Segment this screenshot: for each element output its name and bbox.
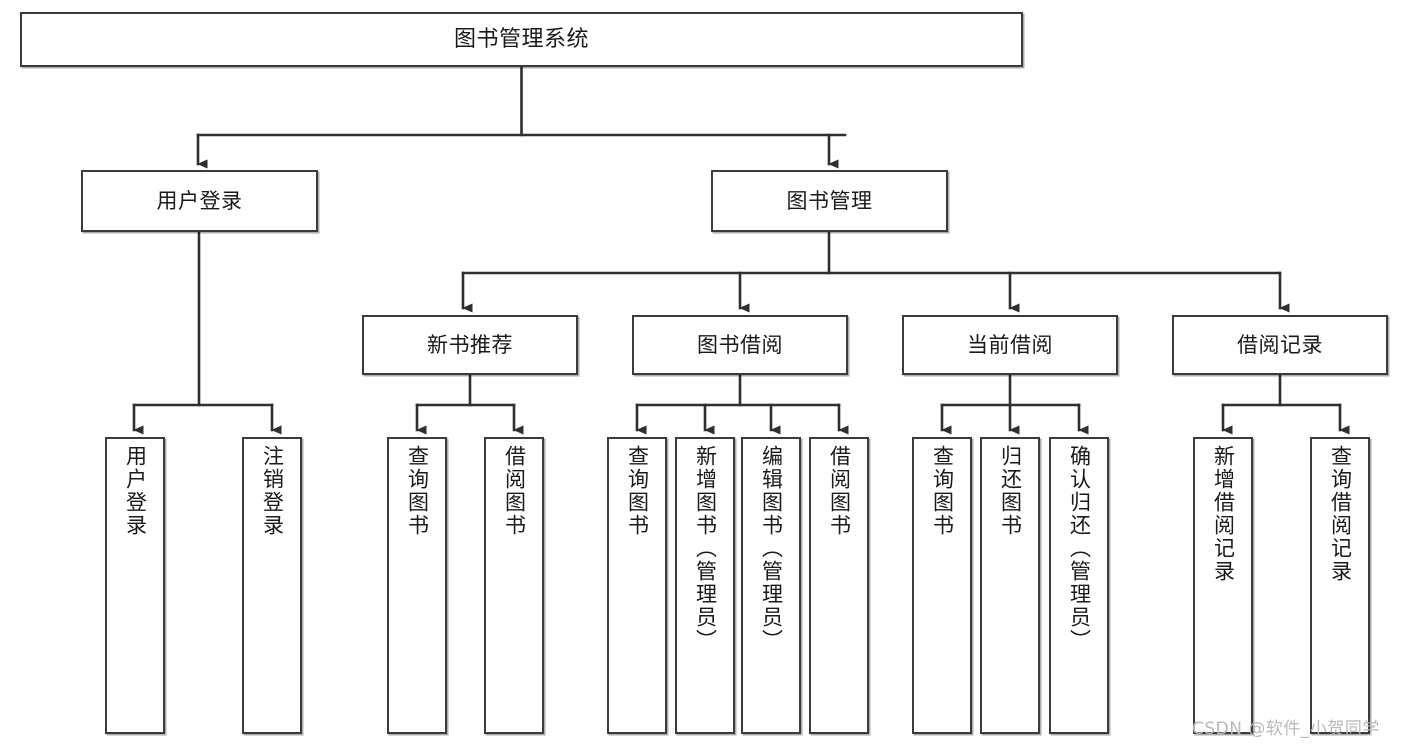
node-book-borrow-label: 图书借阅 [697, 332, 783, 357]
node-root-label: 图书管理系统 [453, 26, 589, 52]
node-leaf-user-login[interactable]: 用户登录 [105, 437, 165, 734]
node-root[interactable]: 图书管理系统 [20, 12, 1023, 67]
node-leaf-add-record[interactable]: 新增借阅记录 [1193, 437, 1253, 734]
node-leaf-borrow-book-2[interactable]: 借阅图书 [809, 437, 869, 734]
csdn-watermark: CSDN @软件_小贺同学 [1192, 719, 1380, 739]
node-leaf-edit-book[interactable]: 编辑图书（管理员） [741, 437, 801, 734]
node-leaf-query-book-1-label: 查询图书 [405, 445, 430, 537]
node-leaf-confirm-return[interactable]: 确认归还（管理员） [1049, 437, 1109, 734]
node-book-borrow[interactable]: 图书借阅 [632, 315, 848, 375]
node-leaf-add-record-label: 新增借阅记录 [1211, 445, 1236, 583]
node-book-manage-label: 图书管理 [786, 188, 873, 213]
node-user-login-label: 用户登录 [156, 188, 243, 213]
node-book-manage[interactable]: 图书管理 [711, 170, 948, 232]
node-borrow-record[interactable]: 借阅记录 [1172, 315, 1388, 375]
node-leaf-query-book-1[interactable]: 查询图书 [387, 437, 447, 734]
node-leaf-add-book[interactable]: 新增图书（管理员） [675, 437, 735, 734]
node-leaf-return-book-label: 归还图书 [998, 445, 1023, 537]
node-leaf-logout-login[interactable]: 注销登录 [242, 437, 302, 734]
node-leaf-add-book-label: 新增图书（管理员） [693, 445, 718, 652]
node-current-borrow[interactable]: 当前借阅 [902, 315, 1118, 375]
node-leaf-query-book-2-label: 查询图书 [625, 445, 650, 537]
node-leaf-return-book[interactable]: 归还图书 [980, 437, 1040, 734]
node-leaf-borrow-book-1-label: 借阅图书 [502, 445, 527, 537]
node-leaf-query-record[interactable]: 查询借阅记录 [1310, 437, 1370, 734]
node-leaf-confirm-return-label: 确认归还（管理员） [1067, 445, 1092, 652]
node-leaf-edit-book-label: 编辑图书（管理员） [759, 445, 784, 652]
node-leaf-query-book-3[interactable]: 查询图书 [912, 437, 972, 734]
node-leaf-logout-login-label: 注销登录 [260, 445, 285, 537]
node-leaf-query-record-label: 查询借阅记录 [1328, 445, 1353, 583]
node-current-borrow-label: 当前借阅 [967, 332, 1053, 357]
node-user-login[interactable]: 用户登录 [81, 170, 318, 232]
node-leaf-query-book-2[interactable]: 查询图书 [607, 437, 667, 734]
node-leaf-borrow-book-1[interactable]: 借阅图书 [484, 437, 544, 734]
node-borrow-record-label: 借阅记录 [1237, 332, 1323, 357]
node-leaf-borrow-book-2-label: 借阅图书 [827, 445, 852, 537]
node-new-book-rec[interactable]: 新书推荐 [362, 315, 578, 375]
node-leaf-query-book-3-label: 查询图书 [930, 445, 955, 537]
node-new-book-rec-label: 新书推荐 [427, 332, 513, 357]
node-leaf-user-login-label: 用户登录 [123, 445, 148, 537]
